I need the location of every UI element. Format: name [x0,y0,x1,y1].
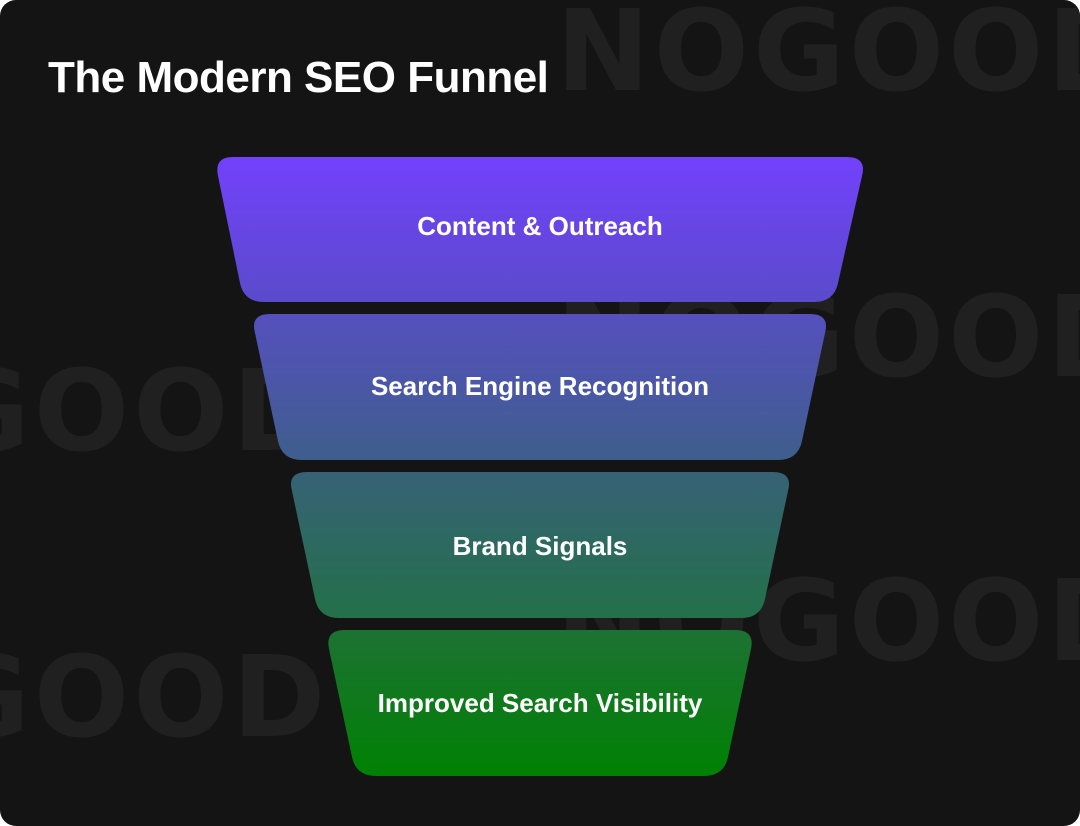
brand-watermark: GOOD [0,633,330,763]
funnel-stage-4-shape [328,630,752,776]
funnel-stage-2-shape [254,314,826,460]
funnel-stage-2-label: Search Engine Recognition [370,371,710,401]
funnel-stage-3-shape [291,472,789,618]
diagram-title: The Modern SEO Funnel [48,53,549,102]
funnel-stage-1-shape [217,157,864,302]
funnel-stage-4-label: Improved Search Visibility [377,688,703,718]
funnel-stage-1-label: Content & Outreach [417,211,663,241]
brand-watermark: NOGOOD [556,0,1080,117]
funnel-stage-3-label: Brand Signals [452,531,628,561]
